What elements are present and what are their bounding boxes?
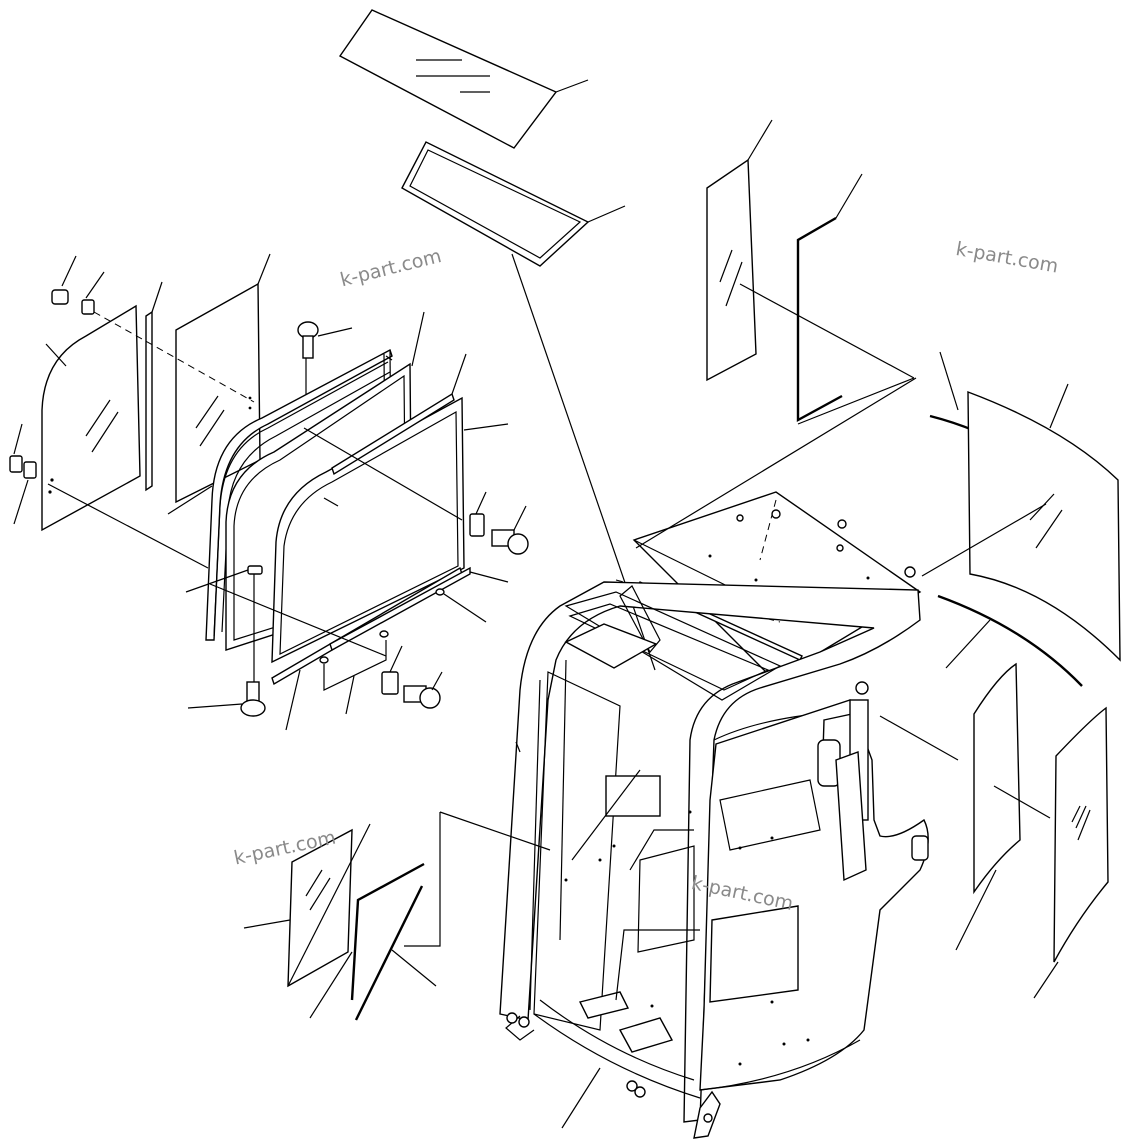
right-lower-curved-seal [937,594,1083,687]
right-upper-curved-glass [921,351,1121,662]
roof-glass-panel [338,9,589,149]
door-hinge-lower [9,423,37,525]
right-side-glass-2 [993,706,1109,999]
door-upper-rail [331,353,467,476]
upper-right-seal [796,173,915,425]
door-bolt-upper [297,321,353,402]
lower-left-glass-1 [243,823,371,988]
door-small-pins [319,588,487,715]
door-bolt-lower [187,681,266,717]
door-latch-lower [381,645,443,709]
right-side-glass-1 [879,662,1021,951]
door-hinge-upper [51,255,105,315]
left-door-glass [41,304,141,532]
lower-left-glass-2 [309,812,441,1021]
door-latch-right [469,491,529,555]
upper-right-glass [706,119,915,382]
cab-frame [439,377,929,1139]
door-seal-strip [145,281,163,492]
door-leader-lines [47,311,463,657]
door-lower-rail [271,566,509,731]
door-clip-small [185,565,263,686]
